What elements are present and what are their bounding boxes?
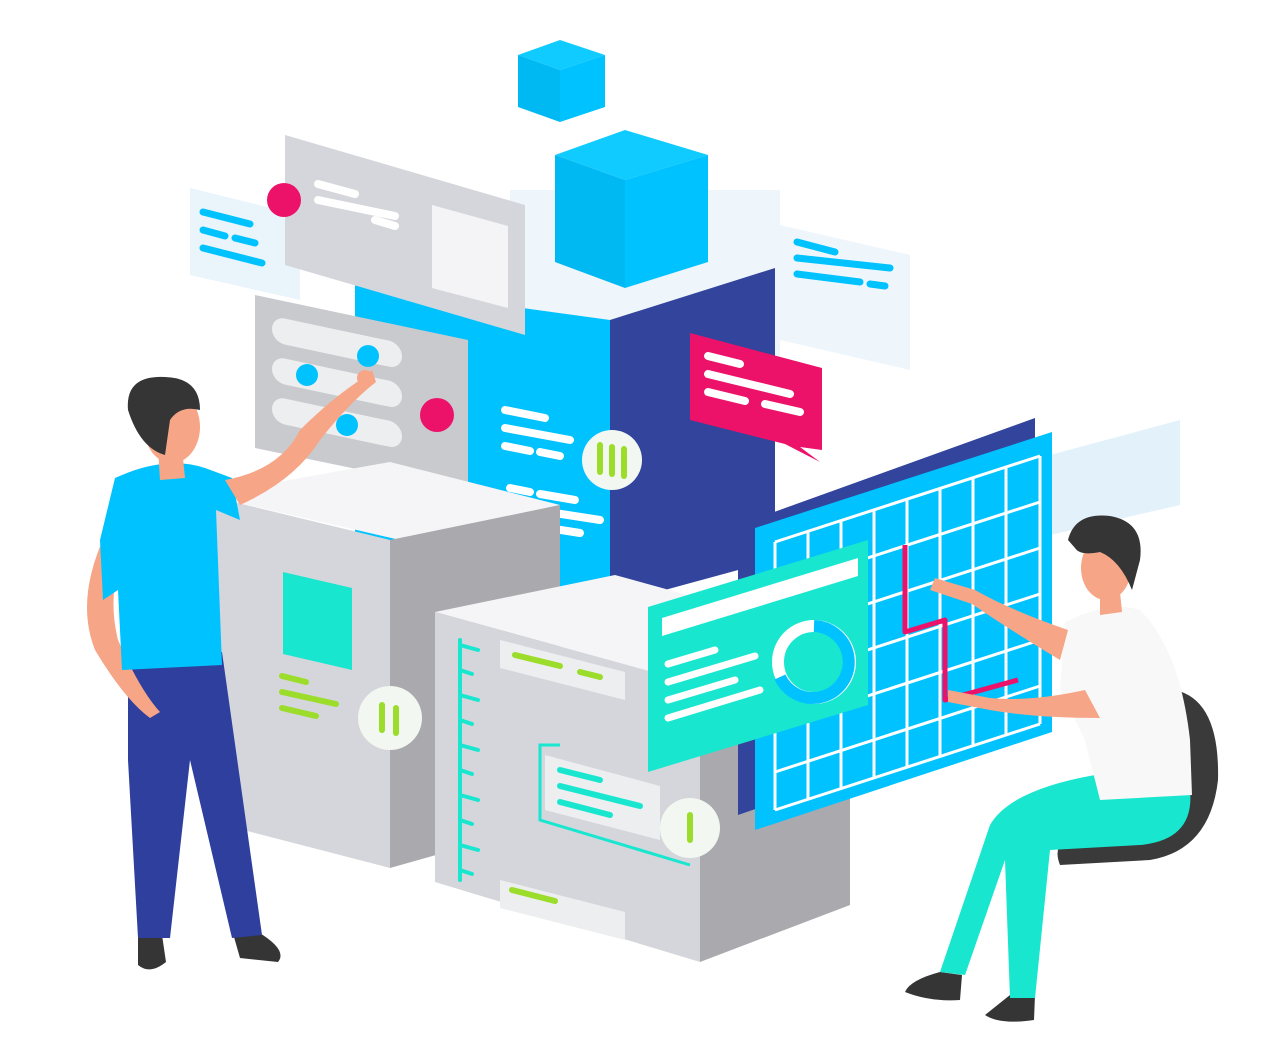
teal-tile xyxy=(283,572,352,670)
line xyxy=(793,270,864,286)
line xyxy=(664,646,719,668)
hair xyxy=(127,376,200,455)
cube-face-right xyxy=(625,155,708,288)
hair xyxy=(1068,515,1141,590)
upper-arm xyxy=(930,578,1068,660)
line xyxy=(506,484,534,496)
toggle-knob xyxy=(357,345,379,367)
line xyxy=(536,490,579,504)
torso-shirt xyxy=(1060,606,1192,800)
donut-panel xyxy=(648,540,868,772)
card-thumb xyxy=(432,205,508,308)
line xyxy=(279,705,319,719)
line xyxy=(664,676,739,704)
line xyxy=(199,226,229,240)
seated-person xyxy=(905,515,1219,1022)
line xyxy=(314,180,359,198)
bubble-face xyxy=(690,333,822,462)
line xyxy=(577,669,603,680)
pause-badge xyxy=(358,686,422,750)
line xyxy=(314,196,399,220)
line xyxy=(704,370,794,398)
line xyxy=(793,238,839,256)
three-bar-icon xyxy=(597,442,627,479)
line xyxy=(231,234,259,247)
line xyxy=(557,783,643,809)
cube-face-top xyxy=(518,40,605,70)
grid-chart xyxy=(738,418,1052,830)
toggle-knob xyxy=(336,414,358,436)
panel-header xyxy=(662,558,858,636)
line xyxy=(501,442,534,455)
line xyxy=(704,352,744,368)
toggle-knob xyxy=(296,364,318,386)
bg-panel-right-lines xyxy=(793,238,894,290)
line xyxy=(664,652,759,686)
box-top xyxy=(205,462,560,540)
cube-face-left xyxy=(518,55,560,122)
bg-panel-right xyxy=(780,225,910,370)
line xyxy=(371,216,399,230)
line xyxy=(557,767,603,783)
line xyxy=(199,208,254,228)
line xyxy=(793,254,894,272)
raised-arm xyxy=(225,370,376,505)
torso-shirt xyxy=(100,463,240,670)
pill-top xyxy=(500,640,625,700)
line xyxy=(279,689,339,707)
line xyxy=(199,244,266,267)
right-shoe xyxy=(232,930,281,962)
bg-panel-far-right xyxy=(1050,420,1180,535)
line xyxy=(509,887,558,904)
cube-face-top xyxy=(555,130,708,180)
line xyxy=(501,424,574,444)
line xyxy=(279,673,309,685)
donut-segment xyxy=(774,620,855,704)
ruler xyxy=(458,638,480,882)
code-bracket xyxy=(538,743,691,867)
line xyxy=(866,280,889,290)
line xyxy=(557,799,613,818)
pants xyxy=(940,775,1191,998)
line xyxy=(704,388,749,405)
line xyxy=(761,400,804,416)
line xyxy=(536,448,564,460)
lower-arm xyxy=(948,690,1100,718)
pants xyxy=(128,652,262,938)
two-bar-icon xyxy=(379,702,399,736)
floating-cube-large xyxy=(555,130,708,288)
hand xyxy=(357,370,373,386)
line xyxy=(501,406,549,422)
chat-bubble xyxy=(690,333,822,462)
cube-face-right xyxy=(560,55,605,122)
right-shoe xyxy=(985,995,1035,1022)
standing-person xyxy=(87,370,376,970)
status-dot-magenta xyxy=(267,183,301,217)
status-dot-magenta xyxy=(420,398,454,432)
line xyxy=(664,686,764,722)
bg-panel-left-lines xyxy=(199,208,266,267)
left-shoe xyxy=(905,972,962,1001)
line xyxy=(512,652,563,669)
cube-face-left xyxy=(555,155,625,288)
floating-cube-small xyxy=(518,40,605,122)
trend-line xyxy=(902,545,1019,703)
grey-card-top xyxy=(267,135,525,335)
left-shoe xyxy=(138,935,166,970)
